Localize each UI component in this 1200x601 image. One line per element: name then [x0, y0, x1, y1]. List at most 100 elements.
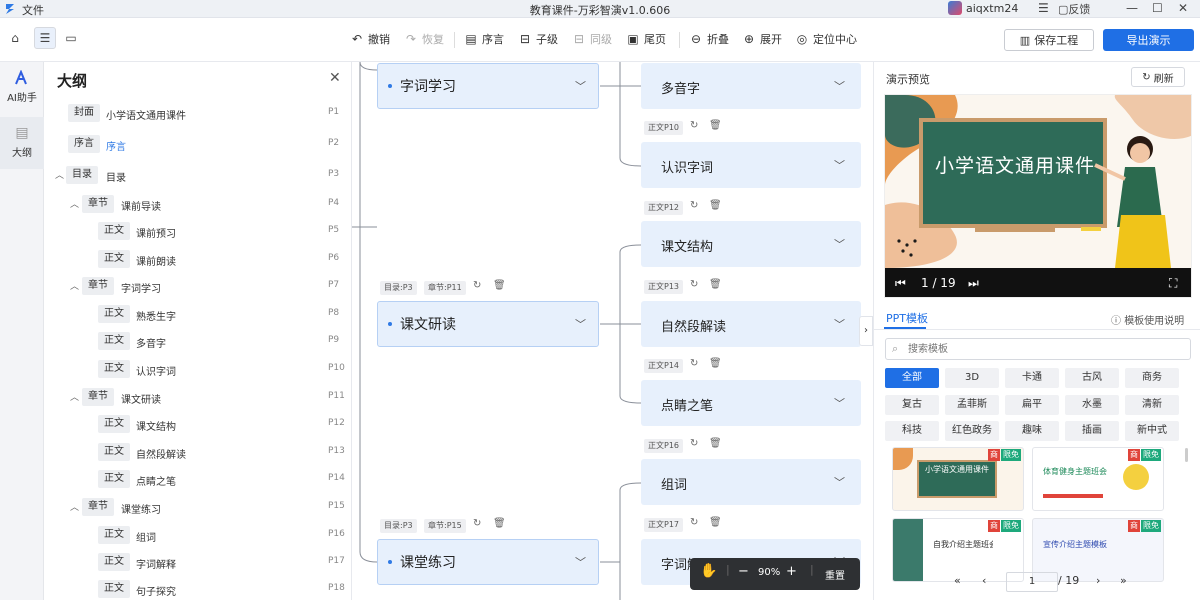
next-slide-icon[interactable]: ⏭ — [968, 276, 979, 290]
rail-outline[interactable]: ▤ 大纲 — [0, 117, 44, 169]
content-node[interactable]: 多音字﹀ — [641, 63, 861, 109]
template-help-link[interactable]: ⓘ 模板使用说明 — [1111, 316, 1185, 327]
preface-button[interactable]: ▤序言 — [465, 32, 504, 46]
refresh-icon[interactable]: ↻ — [690, 279, 699, 290]
template-thumbnail[interactable]: 自我介绍主题班会 商限免 — [892, 518, 1024, 582]
chevron-down-icon[interactable]: ﹀ — [575, 556, 586, 569]
refresh-icon[interactable]: ↻ — [690, 120, 699, 131]
section-node[interactable]: 课文研读﹀ — [377, 301, 599, 347]
last-page-icon[interactable]: » — [1120, 574, 1127, 587]
home-button[interactable]: ⌂ — [4, 27, 26, 49]
first-page-icon[interactable]: « — [954, 574, 961, 587]
chevron-up-icon[interactable]: ︿ — [55, 171, 65, 181]
child-button[interactable]: ⊟子级 — [519, 32, 558, 46]
category-chip[interactable]: 古风 — [1065, 368, 1119, 388]
endpage-button[interactable]: ▣尾页 — [627, 32, 666, 46]
tab-ppt-templates[interactable]: PPT模板 — [886, 312, 928, 325]
file-menu[interactable]: 文件 — [22, 4, 44, 17]
hand-tool-icon[interactable]: ✋ — [700, 563, 718, 579]
chevron-down-icon[interactable]: ﹀ — [834, 238, 845, 251]
refresh-button[interactable]: ↻刷新 — [1131, 67, 1185, 87]
content-node[interactable]: 点睛之笔﹀ — [641, 380, 861, 426]
chevron-down-icon[interactable]: ﹀ — [575, 318, 586, 331]
trash-icon[interactable]: 🗑 — [709, 517, 722, 528]
expand-button[interactable]: ⊕展开 — [743, 32, 782, 46]
locate-center-button[interactable]: ◎定位中心 — [796, 32, 857, 46]
template-thumbnail[interactable]: 小学语文通用课件 商限免 — [892, 447, 1024, 511]
refresh-icon[interactable]: ↻ — [690, 517, 699, 528]
next-page-icon[interactable]: › — [1096, 574, 1101, 587]
trash-icon[interactable]: 🗑 — [709, 358, 722, 369]
category-chip[interactable]: 科技 — [885, 421, 939, 441]
trash-icon[interactable]: 🗑 — [493, 518, 506, 529]
content-node[interactable]: 组词﹀ — [641, 459, 861, 505]
category-chip[interactable]: 红色政务 — [945, 421, 999, 441]
zoom-in-icon[interactable]: + — [786, 564, 797, 579]
content-node[interactable]: 自然段解读﹀ — [641, 301, 861, 347]
category-chip[interactable]: 商务 — [1125, 368, 1179, 388]
category-chip[interactable]: 新中式 — [1125, 421, 1179, 441]
present-view-button[interactable]: ▭ — [60, 27, 82, 49]
chevron-up-icon[interactable]: ︿ — [70, 282, 80, 292]
content-node[interactable]: 课文结构﹀ — [641, 221, 861, 267]
category-chip[interactable]: 3D — [945, 368, 999, 388]
category-chip[interactable]: 水墨 — [1065, 395, 1119, 415]
collapse-button[interactable]: ⊖折叠 — [690, 32, 729, 46]
chevron-down-icon[interactable]: ﹀ — [575, 80, 586, 93]
save-project-button[interactable]: ▥保存工程 — [1004, 29, 1094, 51]
page-input[interactable]: 1 — [1006, 572, 1058, 592]
category-chip[interactable]: 全部 — [885, 368, 939, 388]
category-chip[interactable]: 孟菲斯 — [945, 395, 999, 415]
refresh-icon[interactable]: ↻ — [690, 200, 699, 211]
category-chip[interactable]: 清新 — [1125, 395, 1179, 415]
template-scrollbar[interactable] — [1185, 448, 1188, 462]
zoom-out-icon[interactable]: − — [738, 564, 749, 579]
category-chip[interactable]: 插画 — [1065, 421, 1119, 441]
section-node[interactable]: 字词学习﹀ — [377, 63, 599, 109]
maximize-icon[interactable]: ☐ — [1152, 1, 1163, 15]
chevron-up-icon[interactable]: ︿ — [70, 503, 80, 513]
trash-icon[interactable]: 🗑 — [709, 200, 722, 211]
slide-preview[interactable]: 小学语文通用课件 ⏮ 1 / 19 ⏭ ⛶ — [884, 94, 1192, 298]
category-chip[interactable]: 复古 — [885, 395, 939, 415]
rail-ai-assistant[interactable]: AI助手 — [0, 70, 44, 104]
outline-view-button[interactable]: ☰ — [34, 27, 56, 49]
refresh-icon[interactable]: ↻ — [690, 438, 699, 449]
template-thumbnail[interactable]: 宣传介绍主题模板 商限免 — [1032, 518, 1164, 582]
zoom-reset-button[interactable]: 重置 — [825, 571, 845, 582]
trash-icon[interactable]: 🗑 — [493, 280, 506, 291]
search-input[interactable] — [908, 341, 1178, 357]
chevron-down-icon[interactable]: ﹀ — [834, 80, 845, 93]
refresh-icon[interactable]: ↻ — [473, 518, 482, 529]
mindmap-canvas[interactable]: 字词学习﹀ 目录:P3 章节:P11 ↻ 🗑 课文研读﹀ 目录:P3 章节:P1… — [352, 62, 873, 600]
close-window-icon[interactable]: ✕ — [1178, 1, 1189, 15]
category-chip[interactable]: 扁平 — [1005, 395, 1059, 415]
trash-icon[interactable]: 🗑 — [709, 438, 722, 449]
trash-icon[interactable]: 🗑 — [709, 120, 722, 131]
chevron-up-icon[interactable]: ︿ — [70, 200, 80, 210]
feedback-button[interactable]: ▢反馈 — [1058, 3, 1091, 16]
close-icon[interactable]: ✕ — [329, 70, 341, 86]
undo-button[interactable]: ↶撤销 — [351, 32, 390, 46]
minimize-icon[interactable]: — — [1126, 1, 1138, 15]
redo-button[interactable]: ↷恢复 — [405, 32, 444, 46]
chevron-down-icon[interactable]: ﹀ — [834, 318, 845, 331]
sibling-button[interactable]: ⊟同级 — [573, 32, 612, 46]
trash-icon[interactable]: 🗑 — [709, 279, 722, 290]
